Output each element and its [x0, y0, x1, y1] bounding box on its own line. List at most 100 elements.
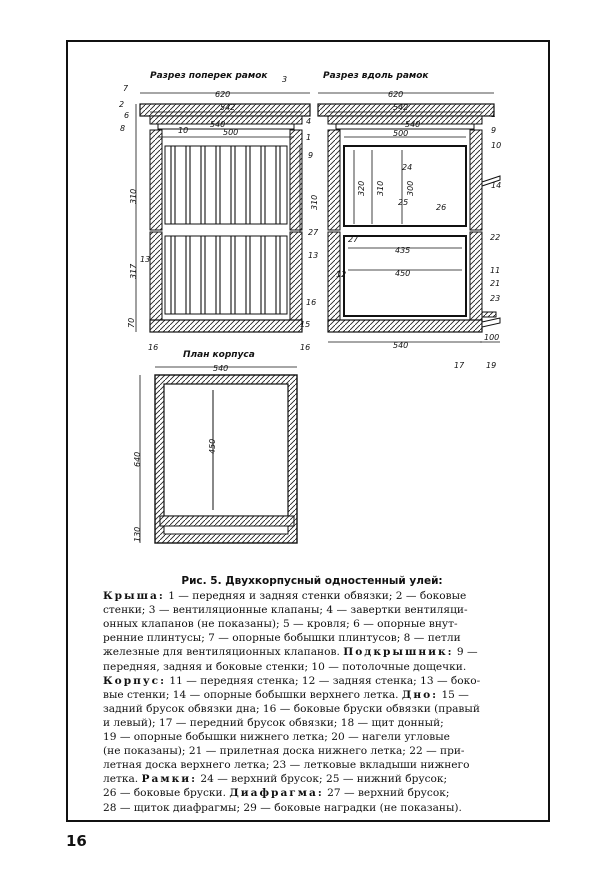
figure-frame	[66, 40, 550, 822]
caption-line: 26 — боковые бруски. Диафрагма: 27 — вер…	[103, 786, 521, 800]
svg-text:317: 317	[129, 263, 138, 279]
svg-text:542: 542	[393, 103, 408, 112]
caption-text: 1 — передняя и задняя стенки обвязки; 2 …	[164, 590, 467, 603]
svg-text:10: 10	[178, 126, 188, 135]
caption-heading: Корпус:	[103, 674, 167, 687]
svg-text:13: 13	[308, 251, 318, 260]
caption-text: (не показаны); 21 — прилетная доска нижн…	[103, 745, 465, 758]
svg-text:540: 540	[213, 364, 228, 373]
caption-line: ренние плинтусы; 7 — опорные бобышки пли…	[103, 631, 521, 645]
caption-heading: Рамки:	[141, 773, 197, 786]
caption-text: 26 — боковые бруски.	[103, 787, 230, 800]
svg-text:12: 12	[336, 270, 346, 279]
ceiling-boards-left	[157, 123, 295, 130]
caption-text: 15 —	[438, 688, 469, 701]
title-along-section: Разрез вдоль рамок	[323, 71, 429, 81]
along-section	[317, 92, 501, 343]
caption-text: 24 — верхний брусок; 25 — нижний брусок;	[197, 773, 448, 786]
svg-text:25: 25	[398, 198, 408, 207]
caption-line: железные для вентиляционных клапанов. По…	[103, 645, 521, 659]
svg-text:16: 16	[148, 343, 158, 352]
svg-text:620: 620	[215, 90, 230, 99]
page-number: 16	[66, 832, 87, 850]
caption-text: стенки; 3 — вентиляционные клапаны; 4 — …	[103, 604, 468, 617]
caption-line: 28 — щиток диафрагмы; 29 — боковые награ…	[103, 801, 521, 815]
svg-text:540: 540	[210, 120, 225, 129]
caption-heading: Подкрышник:	[343, 646, 454, 659]
svg-text:300: 300	[406, 181, 415, 196]
svg-text:26: 26	[436, 203, 446, 212]
svg-text:4: 4	[306, 117, 311, 126]
svg-text:310: 310	[129, 189, 138, 204]
svg-text:542: 542	[220, 103, 235, 112]
svg-text:16: 16	[300, 343, 310, 352]
svg-text:100: 100	[484, 333, 499, 342]
svg-text:10: 10	[491, 141, 501, 150]
caption-line: онных клапанов (не показаны); 5 — кровля…	[103, 617, 521, 631]
caption-line: передняя, задняя и боковые стенки; 10 — …	[103, 660, 521, 674]
svg-text:19: 19	[486, 361, 496, 370]
svg-text:9: 9	[308, 151, 313, 160]
svg-text:16: 16	[306, 298, 316, 307]
caption-text: летка.	[103, 773, 142, 786]
svg-text:8: 8	[120, 124, 125, 133]
svg-text:500: 500	[223, 128, 238, 137]
svg-text:11: 11	[490, 266, 500, 275]
svg-text:320: 320	[357, 181, 366, 196]
svg-text:7: 7	[123, 84, 129, 93]
caption-text: железные для вентиляционных клапанов.	[103, 646, 344, 659]
svg-text:23: 23	[490, 294, 500, 303]
dimension-labels: 620 542 500 540 620 542 500 540 310 317 …	[127, 90, 499, 542]
svg-text:130: 130	[133, 527, 142, 542]
caption-line: летка. Рамки: 24 — верхний брусок; 25 — …	[103, 772, 521, 786]
caption-line: 19 — опорные бобышки нижнего летка; 20 —…	[103, 730, 521, 744]
svg-text:6: 6	[124, 111, 129, 120]
caption-text: 11 — передняя стенка; 12 — задняя стенка…	[166, 674, 481, 687]
caption-line: и левый); 17 — передний брусок обвязки; …	[103, 716, 521, 730]
caption-line: (не показаны); 21 — прилетная доска нижн…	[103, 744, 521, 758]
caption-text: передняя, задняя и боковые стенки; 10 — …	[103, 660, 467, 673]
callout-labels: 7 2 6 8 3 4 1 9 10 27 13 13 16 15 16 16 …	[119, 75, 501, 370]
svg-text:1: 1	[491, 110, 496, 119]
svg-text:435: 435	[395, 246, 410, 255]
svg-text:15: 15	[300, 320, 310, 329]
svg-text:2: 2	[119, 100, 124, 109]
cross-section	[135, 92, 311, 333]
svg-text:450: 450	[395, 269, 410, 278]
svg-text:22: 22	[490, 233, 500, 242]
caption-text: задний брусок обвязки дна; 16 — боковые …	[103, 702, 480, 715]
caption-text: вые стенки; 14 — опорные бобышки верхнег…	[103, 688, 402, 701]
caption-text: летная доска верхнего летка; 23 — летков…	[103, 759, 470, 772]
svg-text:21: 21	[490, 279, 500, 288]
svg-text:17: 17	[454, 361, 465, 370]
caption-text: и левый); 17 — передний брусок обвязки; …	[103, 716, 444, 729]
caption-text: 19 — опорные бобышки нижнего летка; 20 —…	[103, 731, 450, 744]
svg-text:14: 14	[491, 181, 501, 190]
title-plan: План корпуса	[183, 350, 255, 360]
caption-line: задний брусок обвязки дна; 16 — боковые …	[103, 702, 521, 716]
caption-text: 28 — щиток диафрагмы; 29 — боковые награ…	[103, 801, 462, 814]
caption-text: 9 —	[453, 646, 478, 659]
svg-text:13: 13	[140, 255, 150, 264]
subroof-left	[149, 115, 303, 125]
svg-text:3: 3	[282, 75, 287, 84]
svg-text:24: 24	[402, 163, 412, 172]
svg-text:27: 27	[308, 228, 319, 237]
svg-text:70: 70	[127, 318, 136, 328]
svg-text:620: 620	[388, 90, 403, 99]
svg-text:450: 450	[208, 439, 217, 454]
caption-title: Рис. 5. Двухкорпусный одностенный улей:	[181, 575, 443, 587]
caption-heading: Дно:	[401, 688, 439, 701]
svg-text:540: 540	[405, 120, 420, 129]
caption-text: ренние плинтусы; 7 — опорные бобышки пли…	[103, 632, 461, 645]
caption-heading: Диафрагма:	[229, 787, 324, 800]
plan-view	[139, 366, 298, 544]
figure-caption: Рис. 5. Двухкорпусный одностенный улей: …	[103, 574, 521, 815]
svg-text:1: 1	[306, 133, 311, 142]
svg-text:27: 27	[348, 235, 359, 244]
caption-line: летная доска верхнего летка; 23 — летков…	[103, 758, 521, 772]
caption-text: онных клапанов (не показаны); 5 — кровля…	[103, 618, 458, 631]
caption-body: Крыша: 1 — передняя и задняя стенки обвя…	[103, 589, 521, 815]
svg-text:310: 310	[376, 181, 385, 196]
